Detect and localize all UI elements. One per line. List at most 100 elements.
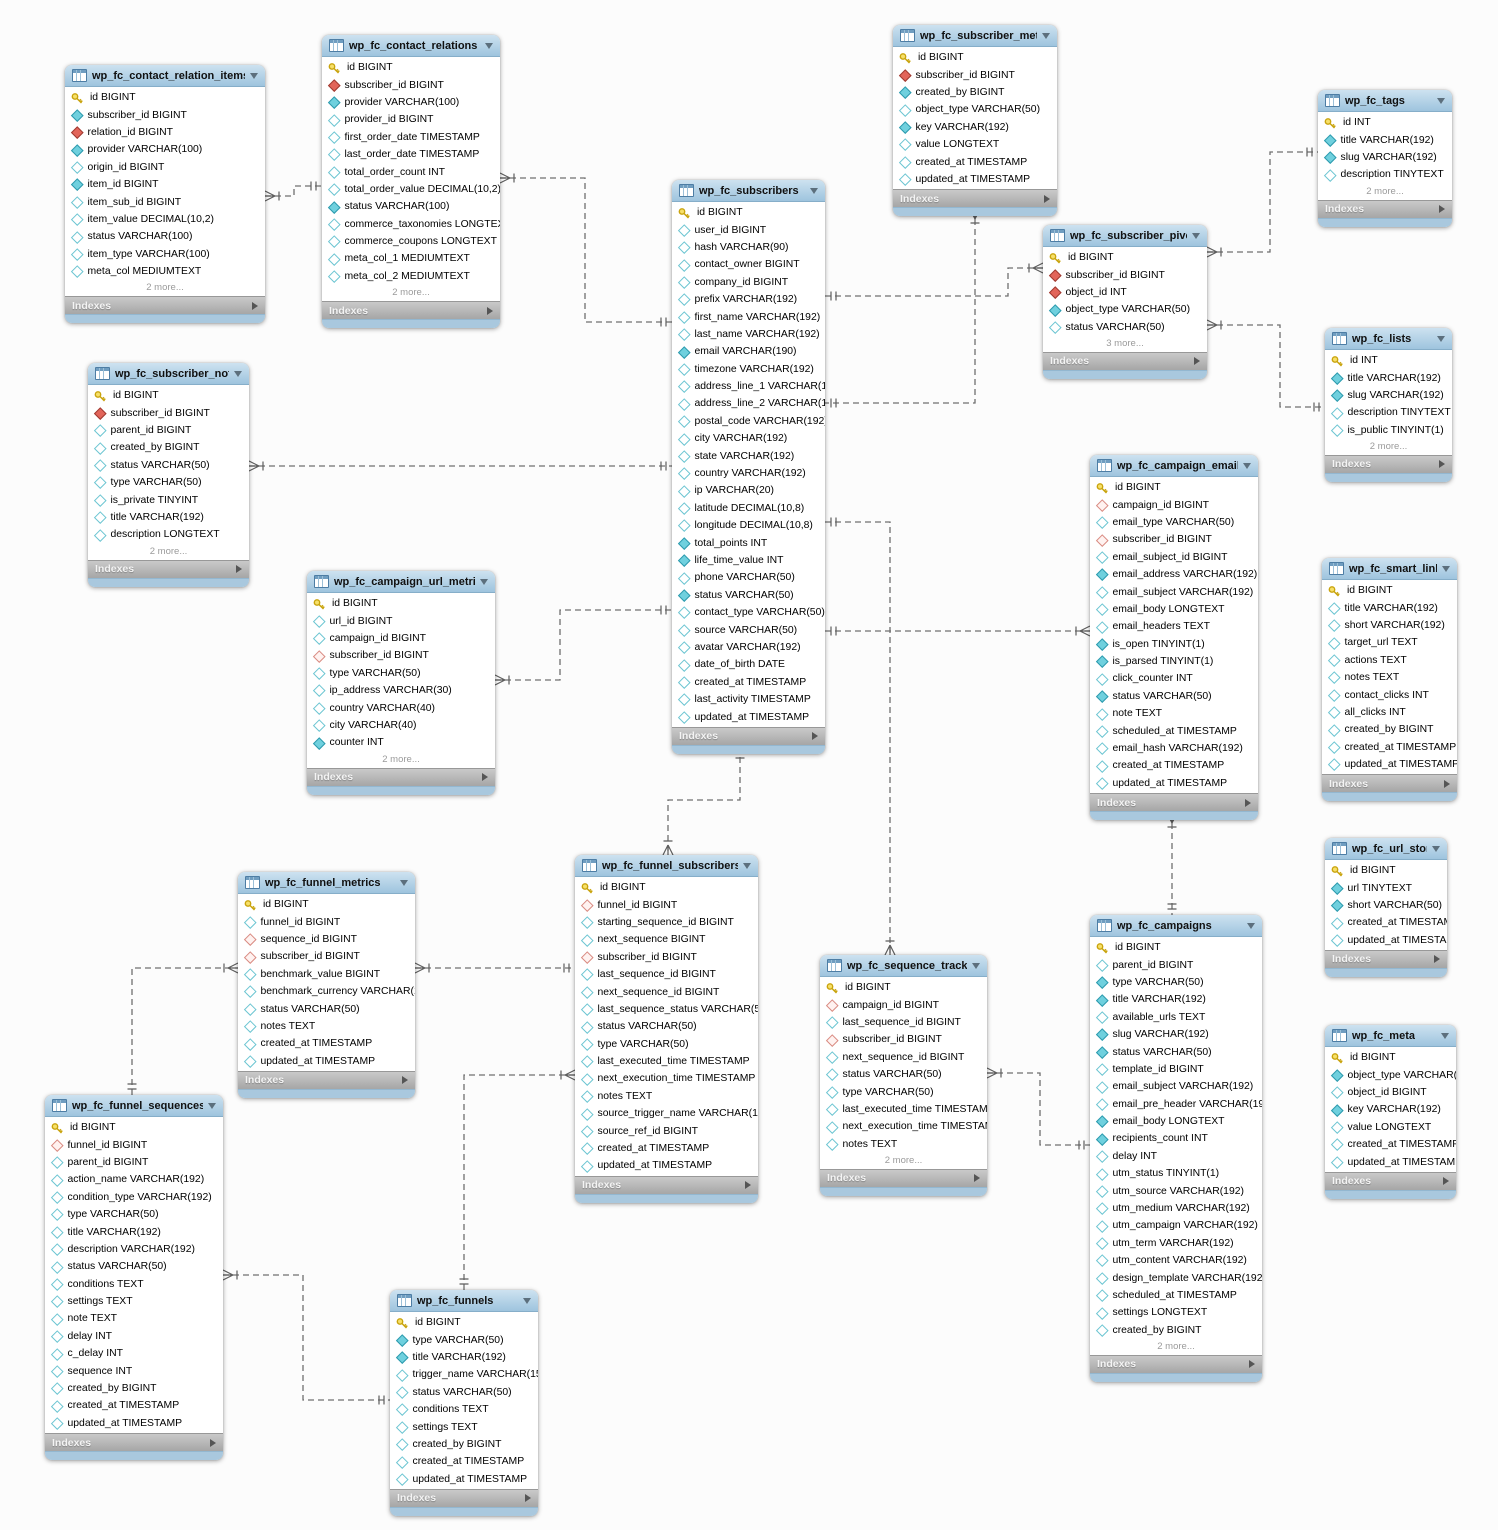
table-header[interactable]: wp_fc_subscriber_notes [88,363,249,385]
field-row[interactable]: notes TEXT [238,1018,415,1035]
field-row[interactable]: created_by BIGINT [390,1436,538,1453]
indexes-bar[interactable]: Indexes [1322,774,1457,793]
field-row[interactable]: city VARCHAR(192) [672,430,825,447]
collapsed-fields-note[interactable]: 2 more... [1369,440,1408,452]
field-row[interactable]: updated_at TIMESTAMP [45,1415,223,1432]
field-row[interactable]: short VARCHAR(192) [1322,617,1457,634]
field-row[interactable]: funnel_id BIGINT [575,896,758,913]
field-row[interactable]: item_sub_id BIGINT [65,193,265,210]
field-row[interactable]: email_hash VARCHAR(192) [1090,740,1258,757]
field-row[interactable]: type VARCHAR(50) [390,1331,538,1348]
indexes-bar[interactable]: Indexes [1325,454,1452,473]
field-row[interactable]: source_ref_id BIGINT [575,1122,758,1139]
field-row[interactable]: last_name VARCHAR(192) [672,326,825,343]
collapsed-fields-note[interactable]: 2 more... [149,545,188,557]
table-header[interactable]: wp_fc_funnel_subscribers [575,855,758,877]
field-row[interactable]: scheduled_at TIMESTAMP [1090,722,1258,739]
field-row[interactable]: id BIGINT [45,1119,223,1136]
field-row[interactable]: postal_code VARCHAR(192) [672,413,825,430]
field-row[interactable]: id BIGINT [820,979,987,996]
field-row[interactable]: provider_id BIGINT [322,111,500,128]
collapse-triangle-icon[interactable] [208,1102,216,1109]
field-row[interactable]: settings TEXT [45,1293,223,1310]
expand-arrow-icon[interactable] [1444,779,1450,788]
field-row[interactable]: slug VARCHAR(192) [1318,149,1452,166]
expand-arrow-icon[interactable] [974,1174,980,1183]
field-row[interactable]: status VARCHAR(100) [65,228,265,245]
field-row[interactable]: date_of_birth DATE [672,656,825,673]
field-row[interactable]: slug VARCHAR(192) [1325,387,1452,404]
field-row[interactable]: email_body LONGTEXT [1090,601,1258,618]
field-row[interactable]: meta_col_2 MEDIUMTEXT [322,268,500,285]
field-row[interactable]: updated_at TIMESTAMP [1322,756,1457,773]
field-row[interactable]: type VARCHAR(50) [820,1083,987,1100]
field-row[interactable]: contact_type VARCHAR(50) [672,604,825,621]
field-row[interactable]: contact_clicks INT [1322,686,1457,703]
field-row[interactable]: parent_id BIGINT [45,1154,223,1171]
field-row[interactable]: email VARCHAR(190) [672,343,825,360]
field-row[interactable]: item_type VARCHAR(100) [65,246,265,263]
field-row[interactable]: title VARCHAR(192) [88,509,249,526]
field-row[interactable]: created_at TIMESTAMP [672,674,825,691]
field-row[interactable]: id BIGINT [893,49,1057,66]
field-row[interactable]: last_activity TIMESTAMP [672,691,825,708]
field-row[interactable]: settings LONGTEXT [1090,1304,1262,1321]
field-row[interactable]: status VARCHAR(50) [1090,688,1258,705]
field-row[interactable]: country VARCHAR(40) [307,699,495,716]
field-row[interactable]: next_execution_time TIMESTAMP [820,1118,987,1135]
field-row[interactable]: updated_at TIMESTAMP [1325,932,1447,949]
field-row[interactable]: email_headers TEXT [1090,618,1258,635]
field-row[interactable]: subscriber_id BIGINT [575,949,758,966]
table-header[interactable]: wp_fc_sequence_tracker [820,955,987,977]
indexes-bar[interactable]: Indexes [88,559,249,578]
field-row[interactable]: user_id BIGINT [672,221,825,238]
field-row[interactable]: status VARCHAR(100) [322,198,500,215]
field-row[interactable]: created_at TIMESTAMP [390,1453,538,1470]
expand-arrow-icon[interactable] [1194,357,1200,366]
field-row[interactable]: settings TEXT [390,1418,538,1435]
field-row[interactable]: notes TEXT [820,1136,987,1153]
expand-arrow-icon[interactable] [812,732,818,741]
field-row[interactable]: condition_type VARCHAR(192) [45,1189,223,1206]
field-row[interactable]: funnel_id BIGINT [238,913,415,930]
field-row[interactable]: subscriber_id BIGINT [307,647,495,664]
field-row[interactable]: id BIGINT [88,387,249,404]
table-header[interactable]: wp_fc_url_stores [1325,838,1447,860]
field-row[interactable]: value LONGTEXT [893,136,1057,153]
collapse-triangle-icon[interactable] [1042,32,1050,39]
table-header[interactable]: wp_fc_funnel_sequences [45,1095,223,1117]
field-row[interactable]: slug VARCHAR(192) [1090,1026,1262,1043]
field-row[interactable]: utm_content VARCHAR(192) [1090,1252,1262,1269]
indexes-bar[interactable]: Indexes [45,1433,223,1452]
field-row[interactable]: provider VARCHAR(100) [322,94,500,111]
field-row[interactable]: avatar VARCHAR(192) [672,639,825,656]
field-row[interactable]: status VARCHAR(50) [820,1066,987,1083]
field-row[interactable]: country VARCHAR(192) [672,465,825,482]
field-row[interactable]: ip VARCHAR(20) [672,482,825,499]
field-row[interactable]: last_executed_time TIMESTAMP [575,1053,758,1070]
field-row[interactable]: last_order_date TIMESTAMP [322,146,500,163]
field-row[interactable]: funnel_id BIGINT [45,1136,223,1153]
field-row[interactable]: id INT [1325,352,1452,369]
field-row[interactable]: status VARCHAR(50) [45,1258,223,1275]
indexes-bar[interactable]: Indexes [575,1175,758,1194]
table-header[interactable]: wp_fc_contact_relations [322,35,500,57]
collapsed-fields-note[interactable]: 2 more... [392,287,430,299]
field-row[interactable]: address_line_1 VARCHAR(192) [672,378,825,395]
table-header[interactable]: wp_fc_campaigns [1090,915,1262,937]
collapsed-fields-note[interactable]: 2 more... [884,1154,923,1166]
indexes-bar[interactable]: Indexes [1325,949,1447,968]
field-row[interactable]: title VARCHAR(192) [45,1223,223,1240]
indexes-bar[interactable]: Indexes [893,189,1057,208]
field-row[interactable]: actions TEXT [1322,652,1457,669]
field-row[interactable]: sequence_id BIGINT [238,931,415,948]
